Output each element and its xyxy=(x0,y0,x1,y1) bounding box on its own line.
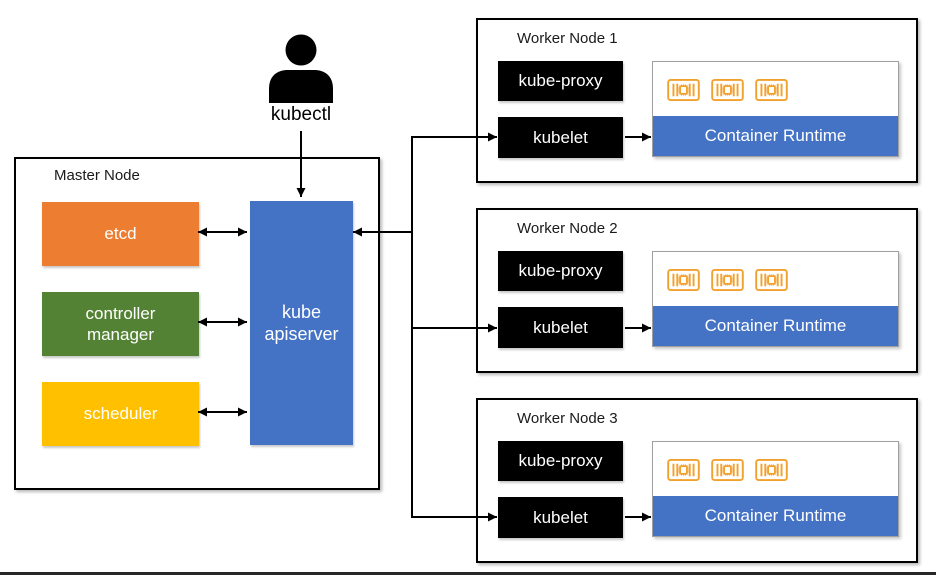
kubectl-label: kubectl xyxy=(270,104,332,125)
kubelet-label: kubelet xyxy=(533,507,588,527)
controller-manager-label: controller manager xyxy=(85,303,156,344)
scheduler-label: scheduler xyxy=(83,404,158,424)
container-icon xyxy=(711,78,744,101)
container-icon xyxy=(711,458,744,481)
etcd-label: etcd xyxy=(104,224,137,244)
controller-manager-box: controller manager xyxy=(42,292,199,356)
container-icon xyxy=(755,268,788,291)
kubelet-box: kubelet xyxy=(498,307,623,348)
container-runtime-label: Container Runtime xyxy=(704,316,847,335)
bottom-divider xyxy=(0,572,936,575)
worker-node-3-label: Worker Node 3 xyxy=(517,410,618,427)
container-runtime-group: Container Runtime xyxy=(652,251,899,347)
etcd-box: etcd xyxy=(42,202,199,266)
container-runtime-bar: Container Runtime xyxy=(653,496,898,536)
worker-node-2-label: Worker Node 2 xyxy=(517,220,618,237)
container-icons-row xyxy=(653,252,898,307)
master-node-label: Master Node xyxy=(54,167,140,184)
worker-node-1-label: Worker Node 1 xyxy=(517,30,618,47)
kube-proxy-label: kube-proxy xyxy=(518,261,603,281)
container-icon xyxy=(667,268,700,291)
container-icons-row xyxy=(653,442,898,497)
container-runtime-label: Container Runtime xyxy=(704,126,847,145)
container-runtime-bar: Container Runtime xyxy=(653,306,898,346)
user-icon xyxy=(269,34,333,103)
container-runtime-group: Container Runtime xyxy=(652,441,899,537)
kubelet-box: kubelet xyxy=(498,117,623,158)
container-icon xyxy=(755,458,788,481)
kube-proxy-label: kube-proxy xyxy=(518,71,603,91)
kubelet-box: kubelet xyxy=(498,497,623,538)
kube-proxy-box: kube-proxy xyxy=(498,441,623,481)
container-runtime-group: Container Runtime xyxy=(652,61,899,157)
kube-proxy-box: kube-proxy xyxy=(498,61,623,101)
container-icon xyxy=(711,268,744,291)
kube-apiserver-label: kube apiserver xyxy=(264,301,339,345)
container-icon xyxy=(667,78,700,101)
kube-apiserver-box: kube apiserver xyxy=(250,201,353,445)
worker-node-1-box: Worker Node 1 kube-proxy kubelet Contain… xyxy=(476,18,918,183)
container-runtime-bar: Container Runtime xyxy=(653,116,898,156)
container-runtime-label: Container Runtime xyxy=(704,506,847,525)
worker-node-3-box: Worker Node 3 kube-proxy kubelet Contain… xyxy=(476,398,918,563)
kube-proxy-label: kube-proxy xyxy=(518,451,603,471)
master-node-box: Master Node etcd controller manager sche… xyxy=(14,157,380,490)
worker-node-2-box: Worker Node 2 kube-proxy kubelet Contain… xyxy=(476,208,918,373)
container-icon xyxy=(755,78,788,101)
kube-proxy-box: kube-proxy xyxy=(498,251,623,291)
scheduler-box: scheduler xyxy=(42,382,199,446)
container-icon xyxy=(667,458,700,481)
container-icons-row xyxy=(653,62,898,117)
kubelet-label: kubelet xyxy=(533,127,588,147)
kubelet-label: kubelet xyxy=(533,317,588,337)
